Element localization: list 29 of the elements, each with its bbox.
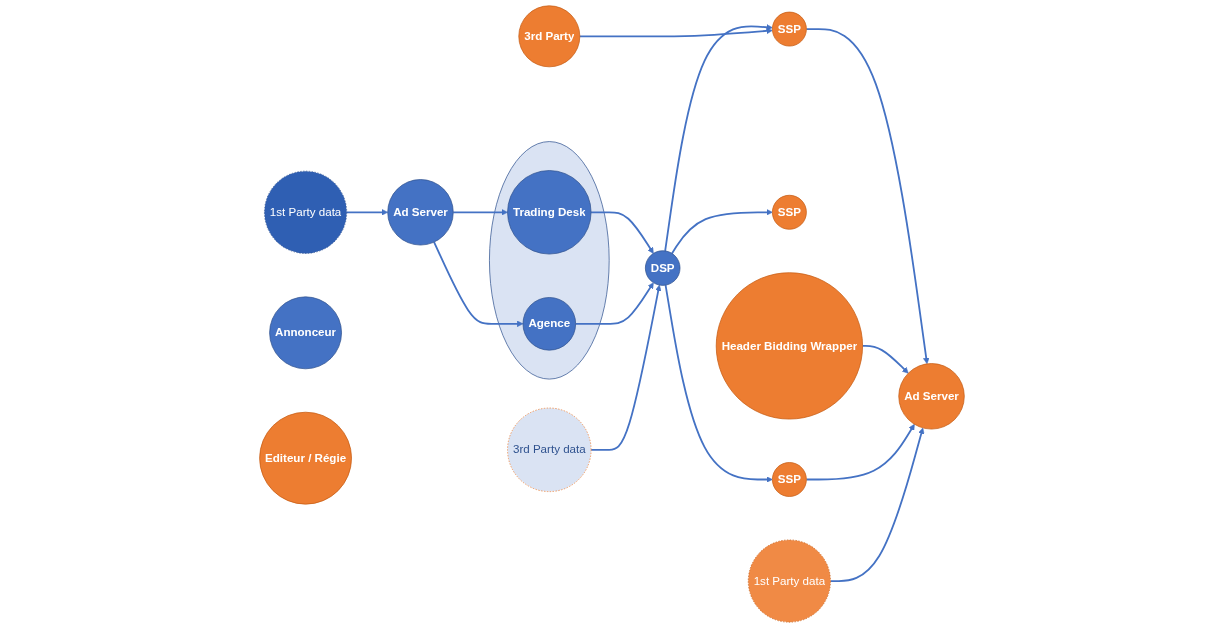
node-circle: 3rd Party bbox=[517, 5, 580, 68]
arrow bbox=[451, 209, 508, 216]
arrow bbox=[432, 241, 523, 327]
node-circle: 3rd Party data bbox=[506, 407, 591, 492]
arrow bbox=[861, 345, 909, 374]
arrow bbox=[829, 427, 924, 582]
arrow bbox=[664, 284, 773, 483]
node-circle: 1st Party data bbox=[263, 170, 347, 254]
node-circle: Ad Server bbox=[386, 179, 454, 246]
arrow bbox=[589, 211, 654, 254]
arrow bbox=[805, 28, 929, 365]
node-circle: DSP bbox=[644, 250, 680, 286]
node-circle: Trading Desk bbox=[506, 170, 591, 255]
arrow bbox=[805, 424, 915, 481]
node-circle: 1st Party data bbox=[747, 539, 831, 623]
arrow bbox=[589, 284, 661, 451]
node-circle: Ad Server bbox=[897, 363, 965, 430]
arrow bbox=[663, 24, 773, 252]
node-circle: Editeur / Régie bbox=[258, 411, 352, 505]
node-circle: Header Bidding Wrapper bbox=[715, 272, 863, 420]
node-circle: SSP bbox=[771, 11, 807, 47]
node-circle: Annonceur bbox=[268, 296, 342, 370]
arrow bbox=[578, 27, 773, 38]
arrow bbox=[574, 282, 654, 325]
node-circle: SSP bbox=[771, 194, 807, 230]
node-circle: SSP bbox=[771, 462, 807, 497]
node-circle: Agence bbox=[522, 297, 576, 351]
arrow bbox=[670, 209, 773, 255]
arrow bbox=[345, 209, 388, 216]
